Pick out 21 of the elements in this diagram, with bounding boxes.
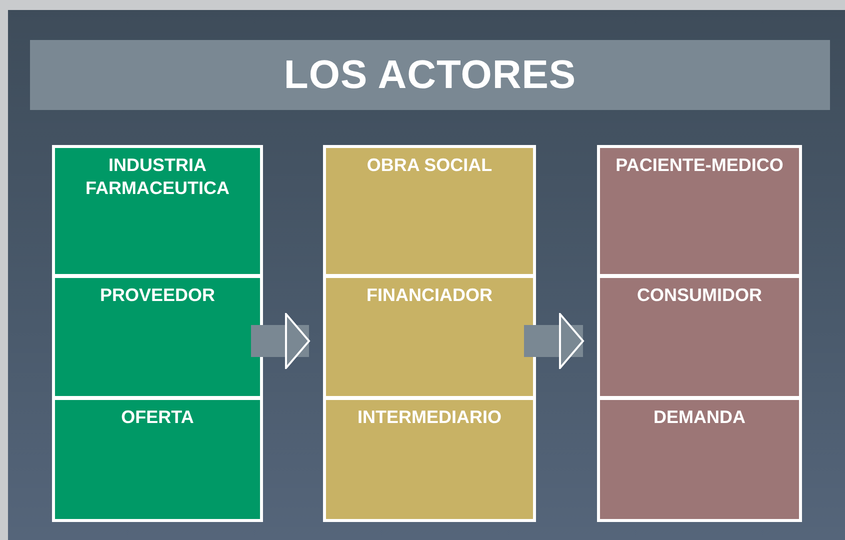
block-arrow bbox=[524, 313, 584, 369]
actor-cell bbox=[52, 145, 263, 277]
cell-label: INTERMEDIARIO bbox=[358, 406, 502, 428]
cell-label: DEMANDA bbox=[654, 406, 746, 428]
cell-label: CONSUMIDOR bbox=[637, 284, 762, 306]
actor-cell bbox=[52, 275, 263, 399]
title: LOS ACTORES bbox=[284, 52, 576, 98]
cell-label: PROVEEDOR bbox=[100, 284, 216, 306]
actor-cell bbox=[597, 275, 802, 399]
cell-label: FINANCIADOR bbox=[366, 284, 492, 306]
cell-label: OBRA SOCIAL bbox=[366, 154, 492, 176]
actor-cell bbox=[323, 275, 536, 399]
actor-cell bbox=[323, 397, 536, 522]
block-arrow bbox=[251, 313, 310, 369]
actor-cell bbox=[52, 397, 263, 522]
cell-label: PACIENTE-MEDICO bbox=[616, 154, 784, 176]
cell-label: OFERTA bbox=[121, 406, 194, 428]
actor-cell bbox=[597, 397, 802, 522]
actor-cell bbox=[323, 145, 536, 277]
actor-cell bbox=[597, 145, 802, 277]
cell-label: INDUSTRIA FARMACEUTICA bbox=[84, 154, 230, 199]
